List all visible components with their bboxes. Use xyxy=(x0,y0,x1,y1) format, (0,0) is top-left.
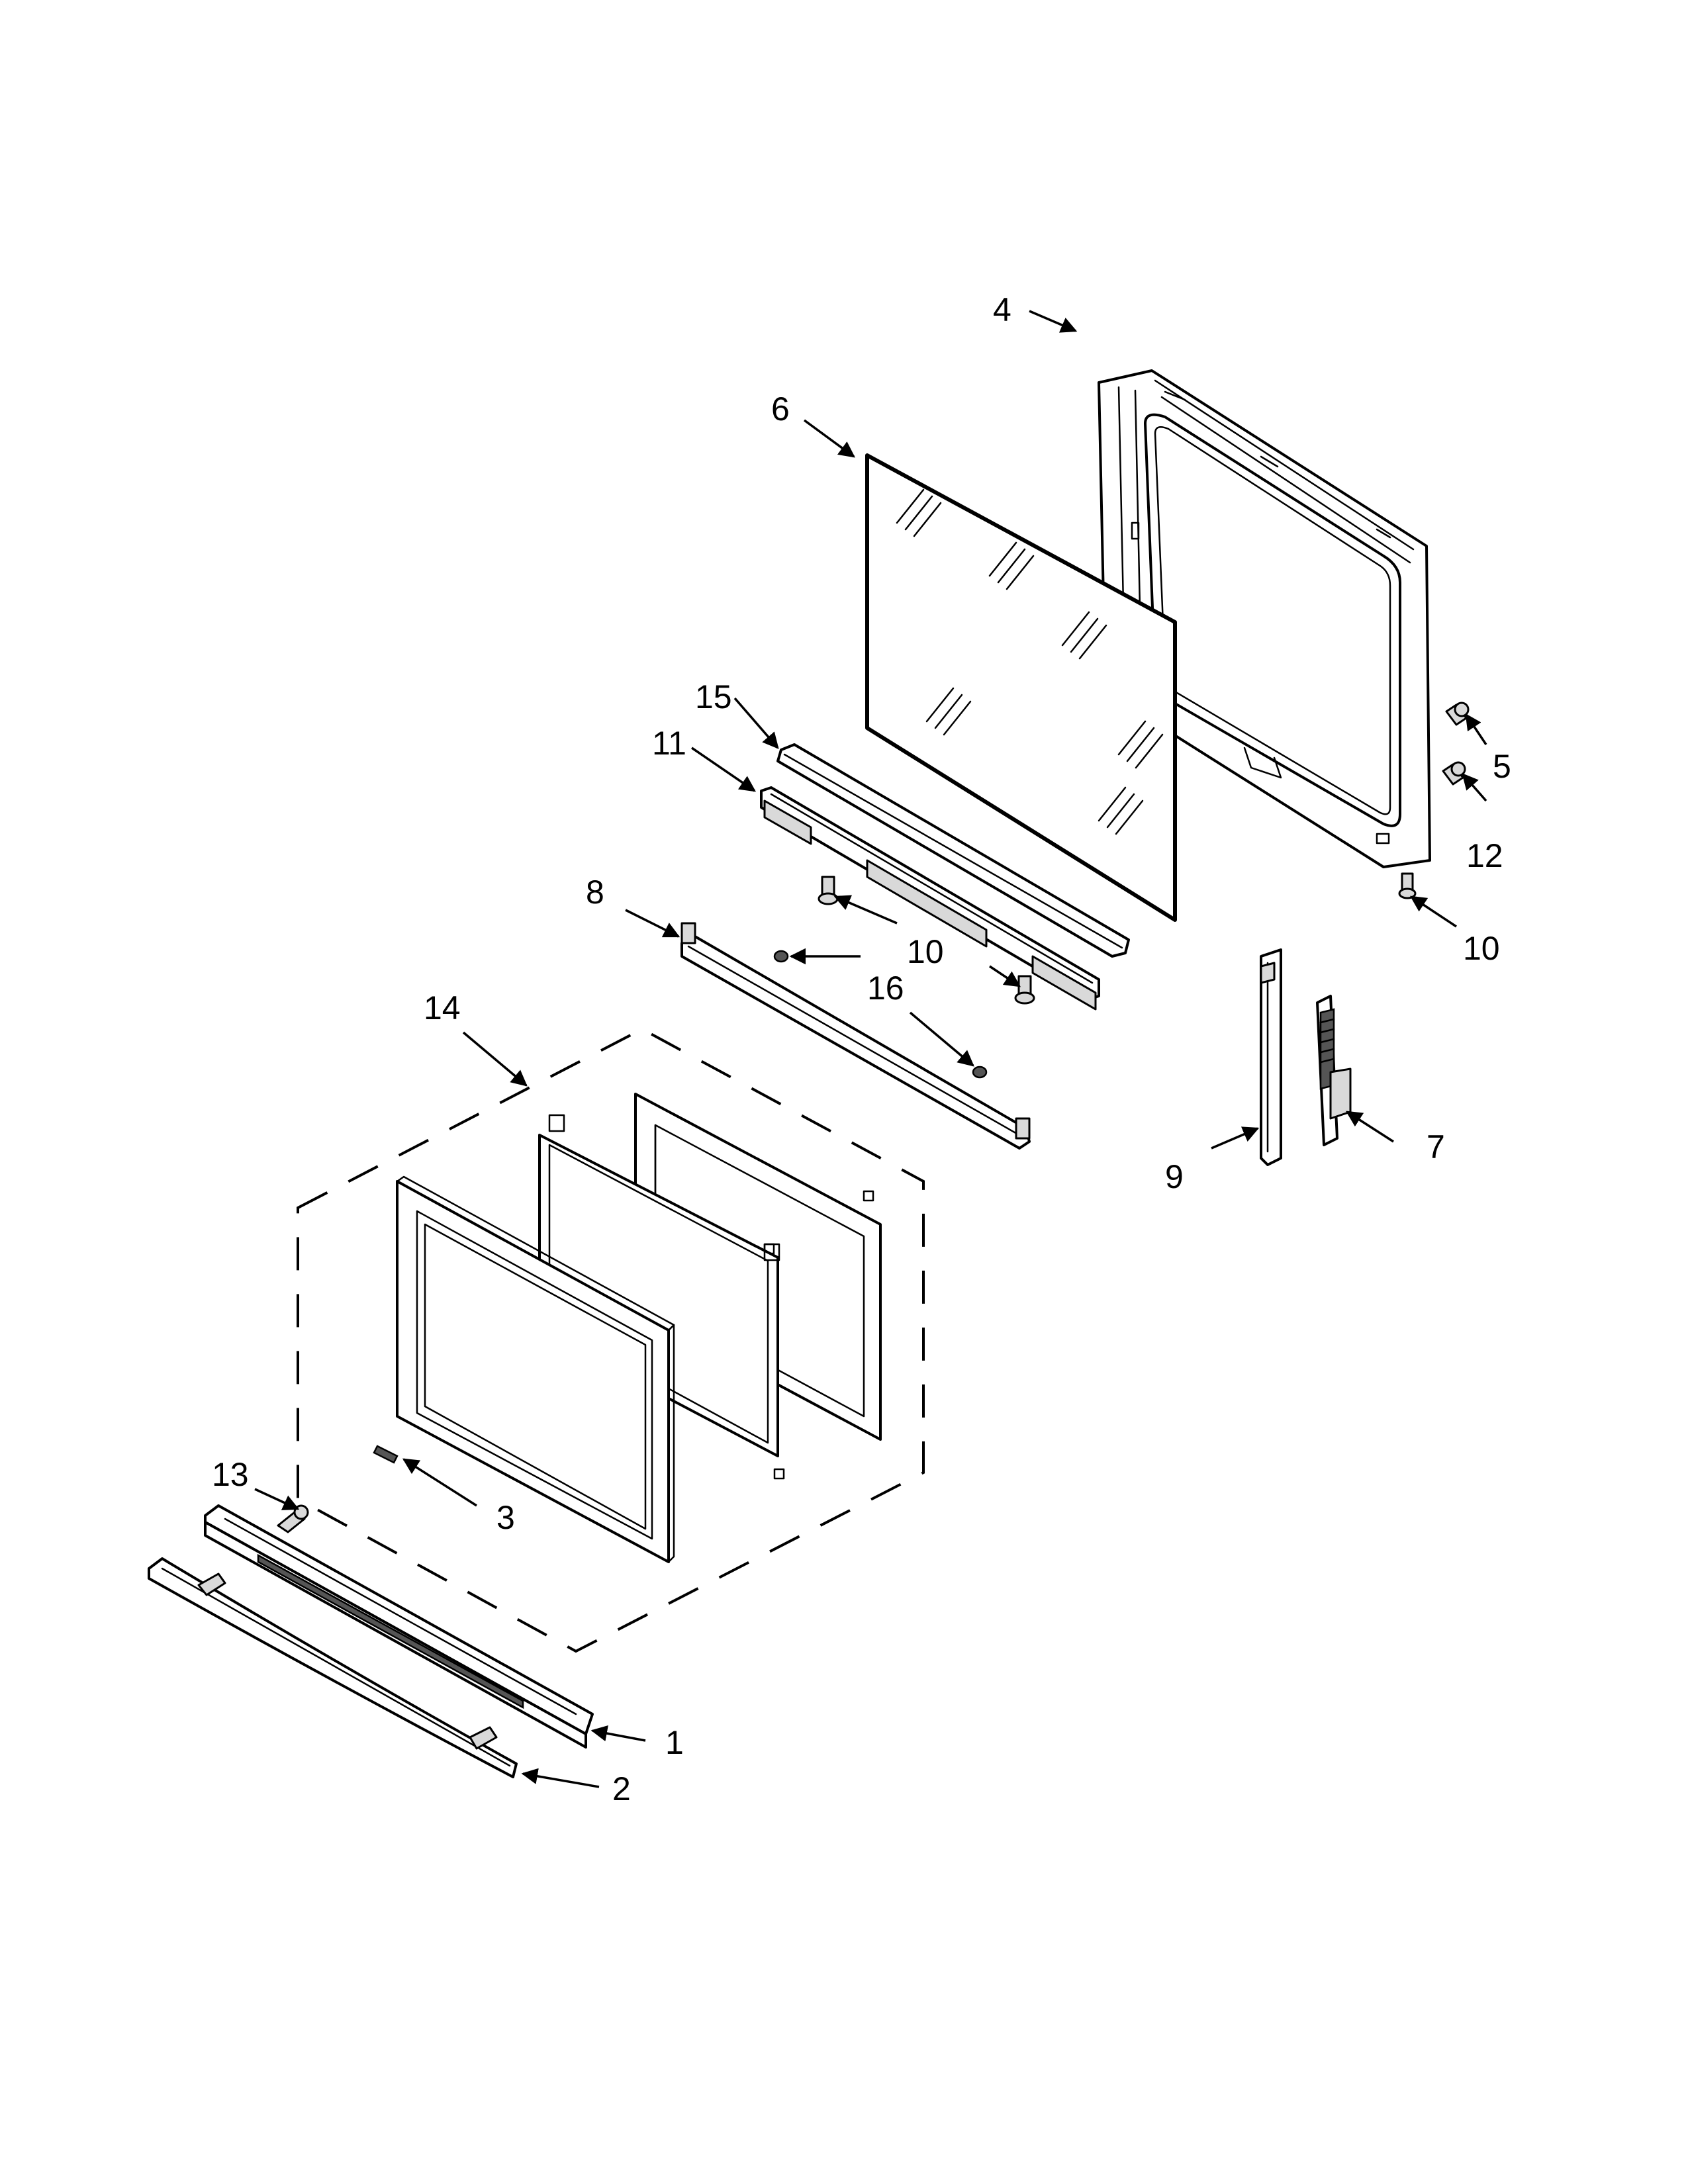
screw-10-left xyxy=(818,876,839,905)
screw-12 xyxy=(1442,761,1466,786)
door-assembly-outline xyxy=(297,1027,925,1653)
door-handle xyxy=(148,1557,518,1778)
callout-2: 2 xyxy=(612,1770,631,1807)
outer-door-panel xyxy=(396,1175,675,1563)
callout-5: 5 xyxy=(1493,748,1511,785)
screw-13 xyxy=(277,1504,309,1533)
callout-12: 12 xyxy=(1466,837,1503,874)
callout-6: 6 xyxy=(771,390,790,428)
spring-clip-3 xyxy=(373,1445,399,1464)
door-glass-panel xyxy=(865,453,1177,922)
callout-11: 11 xyxy=(652,725,686,762)
callout-13: 13 xyxy=(212,1456,249,1493)
callout-labels: 1 2 3 4 5 6 7 8 9 10 10 10 11 12 13 14 1… xyxy=(212,291,1511,1807)
door-hinge xyxy=(1316,995,1352,1146)
hinge-receiver xyxy=(1260,948,1282,1166)
grommet-16-b xyxy=(972,1066,988,1079)
callout-7: 7 xyxy=(1427,1128,1445,1165)
callout-10-middle: 10 xyxy=(907,933,944,970)
callout-14: 14 xyxy=(424,989,461,1026)
leader-lines xyxy=(254,310,1487,1788)
door-trim-strip xyxy=(204,1504,594,1749)
callout-4: 4 xyxy=(993,291,1011,328)
callout-10-right: 10 xyxy=(1463,930,1500,967)
screw-10-right xyxy=(1398,872,1417,899)
callout-15: 15 xyxy=(695,678,732,715)
callout-16: 16 xyxy=(867,970,904,1007)
screw-5 xyxy=(1445,702,1470,726)
vent-bracket xyxy=(760,786,1100,1011)
callout-8: 8 xyxy=(586,874,604,911)
screw-10-mid xyxy=(1014,975,1035,1005)
grommet-16-a xyxy=(773,950,789,963)
door-trim-rod xyxy=(776,743,1130,958)
callout-3: 3 xyxy=(496,1499,515,1536)
inner-door-frame xyxy=(1098,369,1431,868)
callout-1: 1 xyxy=(665,1724,684,1761)
callout-9: 9 xyxy=(1165,1158,1184,1195)
door-bracket-bar xyxy=(680,922,1031,1150)
